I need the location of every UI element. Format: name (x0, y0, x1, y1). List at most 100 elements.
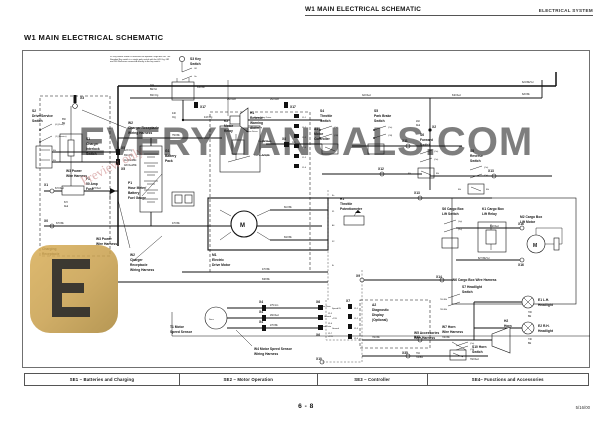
svg-text:Throttle Switch: Throttle Switch (258, 140, 273, 143)
tab-se1[interactable]: SE1 – Batteries and Charging (25, 374, 180, 385)
svg-text:Yel/Blk: Yel/Blk (416, 357, 424, 359)
svg-text:794: 794 (416, 353, 421, 355)
svg-text:262 Red: 262 Red (227, 99, 236, 101)
svg-text:X12: X12 (378, 167, 384, 171)
svg-text:(On): (On) (434, 151, 438, 153)
svg-text:443 Org: 443 Org (204, 116, 213, 119)
svg-text:082 Red: 082 Red (262, 141, 271, 143)
svg-text:Wire Harness: Wire Harness (442, 330, 463, 334)
svg-text:Switch: Switch (320, 119, 331, 123)
svg-text:X35: X35 (402, 351, 408, 355)
svg-text:Blk: Blk (62, 123, 66, 125)
svg-text:Sens: Sens (209, 319, 214, 321)
svg-text:F2: F2 (332, 241, 335, 243)
svg-text:Ground: Ground (324, 315, 332, 318)
svg-text:X13: X13 (488, 169, 494, 173)
svg-text:672: 672 (64, 202, 69, 204)
svg-text:A1: A1 (314, 127, 318, 131)
svg-text:Blk: Blk (458, 189, 462, 191)
svg-text:Alarm: Alarm (250, 126, 259, 130)
svg-text:Blk: Blk (53, 160, 57, 162)
svg-text:270 Blk: 270 Blk (270, 325, 279, 327)
svg-text:X6: X6 (316, 300, 320, 304)
svg-text:760 Blk: 760 Blk (372, 337, 381, 339)
svg-text:Wire Harness: Wire Harness (414, 336, 435, 340)
svg-text:Relay: Relay (224, 129, 233, 133)
svg-text:640 Red: 640 Red (452, 95, 461, 97)
svg-text:W3 Power: W3 Power (66, 169, 82, 173)
svg-text:X14: X14 (436, 275, 442, 279)
svg-text:(Off): (Off) (334, 135, 338, 137)
svg-text:S6: S6 (420, 133, 424, 137)
svg-text:K2: K2 (224, 119, 228, 123)
svg-text:Wire Harness: Wire Harness (66, 174, 87, 178)
svg-text:650: 650 (62, 119, 67, 121)
svg-text:nnn: nnn (292, 142, 297, 144)
schematic-drawing: .wire{stroke:#111;stroke-width:.55;fill:… (22, 50, 590, 368)
svg-text:X10: X10 (316, 357, 322, 361)
tab-se2[interactable]: SE2 – Motor Operation (180, 374, 318, 385)
svg-text:X6: X6 (316, 333, 320, 337)
svg-text:J2-6: J2-6 (328, 323, 333, 325)
svg-text:Receive Data: Receive Data (318, 305, 331, 308)
svg-text:Drive Motor: Drive Motor (212, 263, 231, 267)
svg-text:Warning: Warning (250, 121, 263, 125)
svg-text:50 Amp: 50 Amp (86, 182, 98, 186)
svg-text:+15V: +15V (328, 336, 334, 338)
svg-text:Drive/Service: Drive/Service (32, 114, 53, 118)
svg-text:(Optional): (Optional) (372, 318, 388, 322)
svg-text:Receptacle: Receptacle (130, 263, 148, 267)
svg-text:J2-5: J2-5 (328, 313, 333, 315)
svg-text:M1: M1 (212, 253, 217, 257)
svg-text:Pack: Pack (165, 159, 173, 163)
svg-text:K1 Cargo Box: K1 Cargo Box (482, 207, 504, 211)
tab-se4[interactable]: SE4– Functions and Accessories (471, 377, 544, 382)
svg-text:Charger: Charger (86, 142, 99, 146)
svg-text:S6 Cargo Box: S6 Cargo Box (442, 207, 464, 211)
svg-text:Switch: Switch (374, 119, 385, 123)
svg-text:760 Blk: 760 Blk (440, 299, 448, 301)
svg-text:J1-5: J1-5 (302, 157, 307, 159)
svg-text:423 Org: 423 Org (124, 149, 133, 152)
svg-text:Blk: Blk (528, 316, 532, 318)
svg-text:Blk: Blk (53, 150, 57, 152)
svg-text:636 Blk: 636 Blk (197, 87, 206, 89)
svg-text:(On): (On) (470, 343, 474, 345)
svg-text:F1: F1 (86, 177, 90, 181)
svg-text:S2: S2 (32, 109, 36, 113)
tab-se3[interactable]: SE3 – Controller (318, 374, 428, 385)
svg-text:B-: B- (332, 265, 334, 267)
running-header-title: W1 MAIN ELECTRICAL SCHEMATIC (305, 6, 422, 13)
svg-text:Red: Red (416, 125, 421, 127)
svg-text:Battery: Battery (165, 154, 177, 158)
svg-text:G1: G1 (165, 149, 170, 153)
svg-text:470 Blk: 470 Blk (172, 223, 181, 225)
svg-text:660 Org: 660 Org (150, 94, 159, 97)
svg-text:Lift Switch: Lift Switch (442, 212, 459, 216)
svg-text:S3 Key: S3 Key (190, 57, 201, 61)
revision-date: 5/16/00 (575, 405, 590, 410)
running-header-section: ELECTRICAL SYSTEM (538, 8, 593, 13)
svg-text:Throttle: Throttle (340, 202, 352, 206)
svg-text:Fuse: Fuse (86, 187, 94, 191)
svg-text:Switch: Switch (32, 119, 43, 123)
section-tabs: SE1 – Batteries and Charging SE2 – Motor… (24, 373, 589, 386)
svg-text:F1: F1 (332, 211, 335, 213)
svg-text:Fuel Gauge: Fuel Gauge (128, 196, 146, 200)
svg-text:620 Blk: 620 Blk (522, 94, 531, 96)
svg-text:262 Red: 262 Red (270, 99, 279, 101)
svg-text:R1: R1 (340, 197, 344, 201)
svg-text:660 Org: 660 Org (124, 154, 133, 157)
svg-text:X8: X8 (282, 137, 286, 141)
svg-text:E1 L.H.: E1 L.H. (538, 298, 549, 302)
svg-text:Charger: Charger (130, 258, 143, 262)
svg-text:X13: X13 (414, 191, 420, 195)
svg-text:Headlight: Headlight (538, 303, 554, 307)
svg-text:440: 440 (172, 113, 177, 115)
svg-text:(Off): (Off) (470, 349, 474, 351)
svg-text:Org: Org (172, 116, 177, 119)
svg-text:X4: X4 (259, 320, 263, 324)
svg-text:(On): (On) (484, 167, 488, 169)
svg-text:792 Red: 792 Red (470, 359, 479, 361)
